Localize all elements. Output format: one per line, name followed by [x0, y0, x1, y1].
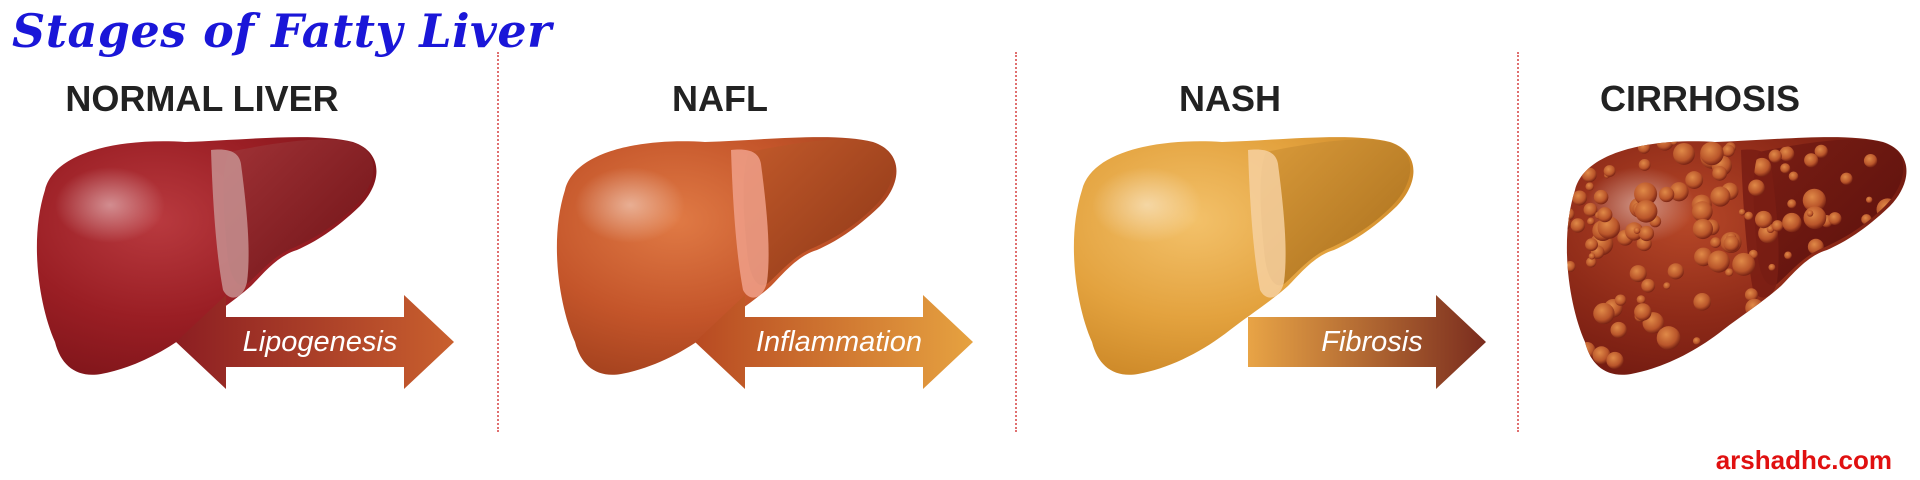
inflammation-label: Inflammation — [755, 325, 922, 358]
page-title: Stages of Fatty Liver — [12, 4, 552, 58]
stage-label-nash: NASH — [1178, 78, 1282, 119]
website-watermark: arshadhc.com — [1715, 445, 1892, 475]
lipogenesis-label: Lipogenesis — [242, 325, 398, 358]
nash-liver-illustration — [1073, 137, 1414, 375]
stage-divider — [1517, 52, 1519, 432]
fibrosis-label: Fibrosis — [1321, 325, 1423, 358]
fibrosis-arrow: Fibrosis — [1248, 295, 1486, 389]
cirrhosis-liver-illustration — [1566, 137, 1907, 375]
normal-liver-illustration — [36, 137, 377, 375]
nafl-liver-illustration — [556, 137, 897, 375]
stage-label-cirrhosis: CIRRHOSIS — [1599, 78, 1801, 119]
stage-divider — [497, 52, 499, 432]
stage-label-nafl: NAFL — [672, 78, 768, 119]
inflammation-arrow: Inflammation — [695, 295, 973, 389]
stage-divider — [1015, 52, 1017, 432]
stage-label-normal-liver: NORMAL LIVER — [65, 78, 339, 119]
lipogenesis-arrow: Lipogenesis — [176, 295, 454, 389]
